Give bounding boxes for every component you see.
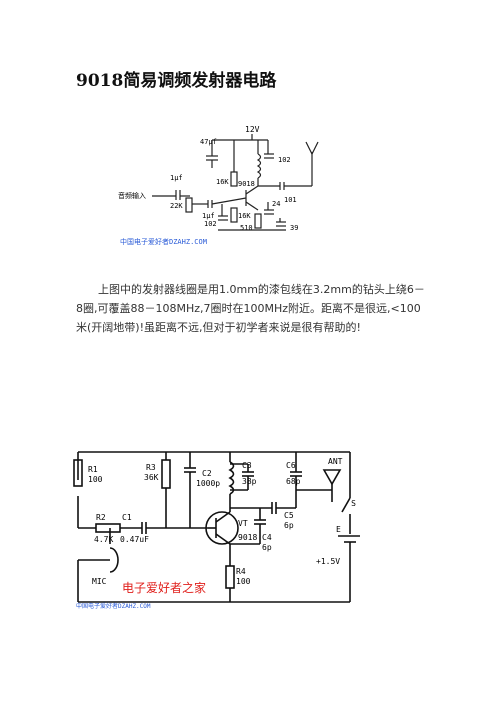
fig1-label-c1uf: 1μf <box>170 174 183 182</box>
fig1-label-c102b: 102 <box>204 220 217 228</box>
fig2-label-c5v: 6p <box>284 521 294 530</box>
fig1-label-16ka: 16K <box>216 178 229 186</box>
fig2-label-c1: C1 <box>122 513 132 522</box>
fig1-label-c39: 39 <box>290 224 298 232</box>
fig2-label-r1v: 100 <box>88 475 103 484</box>
fig2-label-c1v: 0.47uF <box>120 535 149 544</box>
schematic-figure-2: R1 100 R3 36K C2 1000p C3 38p C6 68p ANT… <box>73 451 360 610</box>
fig2-label-c5: C5 <box>284 511 294 520</box>
fig1-watermark: 中国电子爱好者DZAHZ.COM <box>120 237 207 246</box>
fig2-label-c4: C4 <box>262 533 272 542</box>
fig2-label-ant: ANT <box>328 457 343 466</box>
fig1-label-c101: 101 <box>284 196 297 204</box>
fig2-label-r4: R4 <box>236 567 246 576</box>
fig1-label-c102a: 102 <box>278 156 291 164</box>
fig2-label-s: S <box>351 499 356 508</box>
fig2-brand: 电子爱好者之家 <box>122 580 206 595</box>
description-paragraph: 上图中的发射器线圈是用1.0mm的漆包线在3.2mm的钻头上绕6－8圈,可覆盖8… <box>76 283 425 334</box>
fig2-label-e: E <box>336 525 341 534</box>
fig2-label-r1: R1 <box>88 465 98 474</box>
fig2-label-mic: MIC <box>92 577 107 586</box>
fig2-label-c6: C6 <box>286 461 296 470</box>
fig1-label-16kb: 16K <box>238 212 251 220</box>
fig1-label-c47: 47μf <box>200 138 217 146</box>
fig2-label-c2: C2 <box>202 469 212 478</box>
fig2-label-c6v: 68p <box>286 477 301 486</box>
fig1-label-c1uf2: 1μf <box>202 212 215 220</box>
fig1-label-12v: 12V <box>245 125 260 134</box>
fig1-label-input: 音频输入 <box>118 191 146 200</box>
fig2-label-c2v: 1000p <box>196 479 220 488</box>
fig1-label-9018: 9018 <box>238 180 255 188</box>
fig2-watermark: 中国电子爱好者DZAHZ.COM <box>76 602 151 610</box>
fig2-label-r3: R3 <box>146 463 156 472</box>
fig1-label-r510: 510 <box>240 224 253 232</box>
fig2-label-r2v: 4.7K <box>94 535 113 544</box>
schematic-figure-1: 12V 47μf 16K 102 9018 101 音频输入 1μf 22K 1… <box>118 125 319 246</box>
fig1-label-r22k: 22K <box>170 202 183 210</box>
fig2-label-ev: +1.5V <box>316 557 340 566</box>
fig2-label-r4v: 100 <box>236 577 251 586</box>
fig1-label-c24: 24 <box>272 200 280 208</box>
fig2-label-vt: VT <box>238 519 248 528</box>
fig2-label-r3v: 36K <box>144 473 159 482</box>
fig2-label-r2: R2 <box>96 513 106 522</box>
fig2-label-c4v: 6p <box>262 543 272 552</box>
fig2-label-vtv: 9018 <box>238 533 257 542</box>
fig2-label-c3v: 38p <box>242 477 257 486</box>
fig2-label-c3: C3 <box>242 461 252 470</box>
document-title: 9018简易调频发射器电路 <box>76 71 277 91</box>
